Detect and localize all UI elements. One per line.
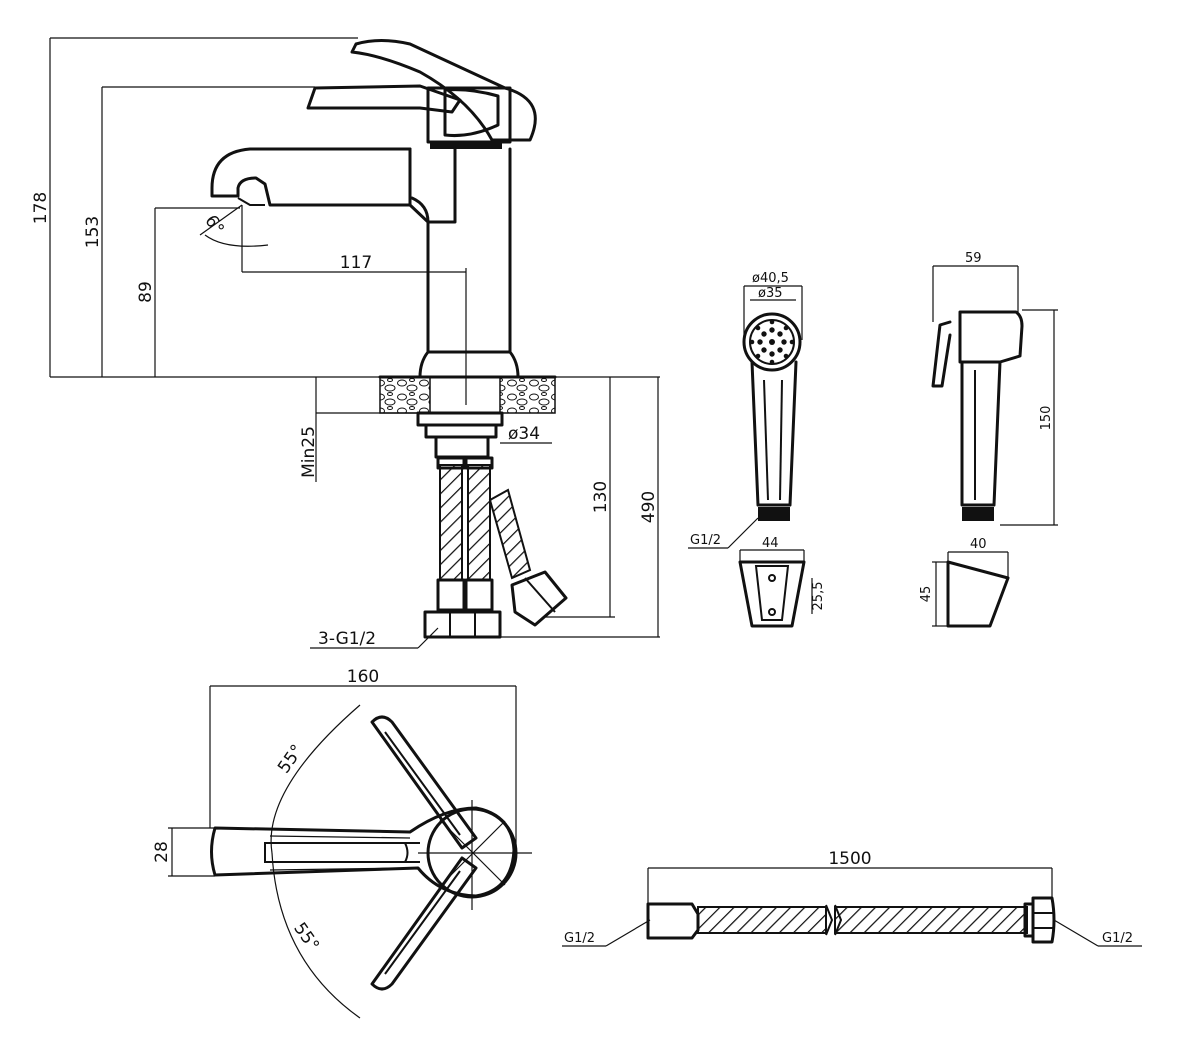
dim-holder-40: 40 xyxy=(970,537,987,552)
dim-holder-44: 44 xyxy=(762,536,779,551)
dim-holder-45: 45 xyxy=(919,586,934,603)
faucet-dimensions: 178 153 89 6° 117 Min25 ø34 130 4 xyxy=(31,37,660,649)
thread-hose-right: G1/2 xyxy=(1102,931,1133,946)
holder-front-view: 44 25,5 xyxy=(738,536,826,628)
dim-490: 490 xyxy=(639,491,659,523)
faucet-top-view: 55° 55° 160 28 xyxy=(152,667,532,1019)
dim-150: 150 xyxy=(1039,406,1054,431)
dim-59: 59 xyxy=(965,251,982,266)
handshower-front-view: ø40,5 ø35 G1/2 xyxy=(688,271,803,549)
dim-130: 130 xyxy=(591,481,611,513)
dim-89: 89 xyxy=(136,281,156,303)
thread-hose-left: G1/2 xyxy=(564,931,595,946)
angle-55-lower: 55° xyxy=(289,919,323,955)
dim-1500: 1500 xyxy=(828,849,871,869)
dim-min25: Min25 xyxy=(299,426,319,478)
dim-d34: ø34 xyxy=(508,424,540,444)
dim-holder-25-5: 25,5 xyxy=(811,582,826,611)
thread-3g12: 3-G1/2 xyxy=(318,629,376,649)
holder-side-view: 40 45 xyxy=(919,537,1010,628)
dim-28: 28 xyxy=(152,841,172,863)
handshower-side-view: 59 150 xyxy=(931,251,1058,526)
thread-handshower: G1/2 xyxy=(690,533,721,548)
dim-d35: ø35 xyxy=(758,286,783,301)
spray-holes xyxy=(749,319,795,365)
dim-117: 117 xyxy=(340,253,372,273)
dim-160: 160 xyxy=(347,667,379,687)
dim-178: 178 xyxy=(31,192,51,224)
dim-153: 153 xyxy=(83,216,103,248)
angle-6: 6° xyxy=(200,211,227,238)
hose-drawing: 1500 G1/2 G1/2 xyxy=(562,849,1142,947)
dim-d40-5: ø40,5 xyxy=(752,271,789,286)
faucet-side-view xyxy=(210,39,568,639)
angle-55-upper: 55° xyxy=(274,741,308,777)
